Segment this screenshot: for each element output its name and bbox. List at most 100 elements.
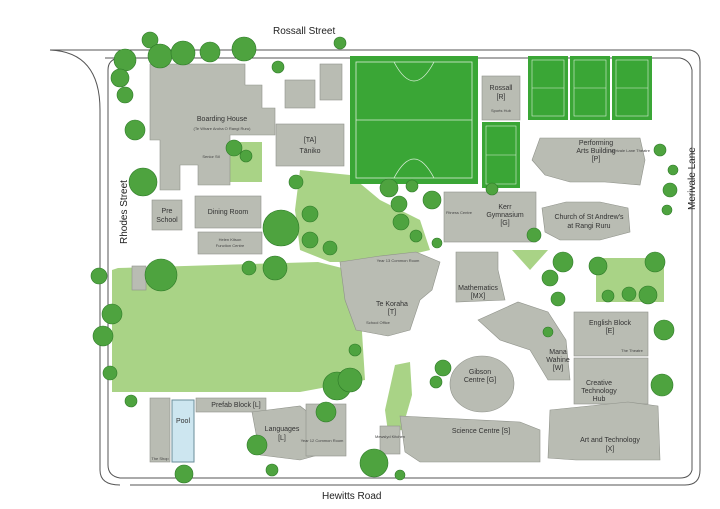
label-year-13: Year 13 Common Room — [377, 258, 420, 263]
street-merivale: Merivale Lane — [687, 147, 698, 210]
tree — [409, 229, 423, 243]
tree — [144, 258, 178, 292]
label-rossall-code: [R] — [497, 94, 506, 101]
small-lawn — [512, 250, 548, 270]
tree — [92, 325, 114, 347]
small-shed-west — [131, 265, 147, 291]
label-helen-kitson-1: Helen Kitson — [219, 237, 242, 242]
art-technology-building — [547, 401, 661, 461]
mewslyd-building — [379, 425, 401, 455]
tree — [128, 167, 158, 197]
pre-school-building — [151, 199, 183, 231]
label-taniko: Tāniko — [299, 148, 320, 155]
tree — [315, 401, 337, 423]
label-mana-wahine-2: Wahine — [546, 357, 570, 364]
tree — [124, 394, 138, 408]
tree — [405, 179, 419, 193]
label-boarding-house: Boarding House — [197, 116, 247, 123]
tree — [359, 448, 389, 478]
label-mewslyd: Mewslyd Kitchen — [375, 434, 405, 439]
tree — [485, 182, 499, 196]
street-rossall: Rossall Street — [273, 26, 335, 37]
tree — [301, 205, 319, 223]
label-gibson-2: Centre [G] — [464, 377, 496, 384]
tree — [601, 289, 615, 303]
label-mana-wahine-1: Mana — [549, 349, 567, 356]
tree — [246, 434, 268, 456]
mathematics-building — [455, 251, 506, 303]
tree — [241, 260, 257, 276]
label-prefab-block: Prefab Block [L] — [211, 402, 260, 409]
label-year-12: Year 12 Common Room — [301, 438, 344, 443]
tree — [239, 149, 253, 163]
prefab-block-building — [195, 397, 267, 413]
tree — [667, 164, 679, 176]
tree — [124, 119, 146, 141]
label-performing-arts-2: Arts Building — [576, 148, 615, 155]
tree — [644, 251, 666, 273]
tree — [262, 255, 288, 281]
label-senior-stl: Senior Stl — [202, 154, 219, 159]
label-fitness-centre: Fitness Centre — [446, 210, 473, 215]
tree — [231, 36, 257, 62]
label-church-1: Church of St Andrew's — [554, 214, 624, 221]
label-science-centre: Science Centre [S] — [452, 428, 510, 435]
rossall-building — [481, 75, 521, 121]
kerr-gymnasium-building — [443, 191, 537, 243]
dining-room-building — [194, 195, 262, 229]
tree — [379, 178, 399, 198]
tree — [394, 469, 406, 481]
label-creative-1: Creative — [586, 380, 612, 387]
taniko-building — [275, 123, 345, 167]
mana-wahine-building — [477, 301, 571, 381]
tree — [110, 68, 130, 88]
hockey-turf-markings — [355, 61, 473, 179]
street-hewitts: Hewitts Road — [322, 491, 381, 502]
label-the-shop: The Shop — [151, 456, 169, 461]
tree — [662, 182, 678, 198]
helen-kitson-building — [197, 231, 263, 255]
tree — [333, 36, 347, 50]
english-block-building — [573, 311, 649, 357]
boarding-house-building — [149, 63, 276, 191]
label-mathematics-code: [MX] — [471, 293, 485, 300]
label-te-koraha: Te Koraha — [376, 301, 408, 308]
label-rossall-sub: Sports Hub — [491, 108, 512, 113]
tree — [550, 291, 566, 307]
tree — [174, 464, 194, 484]
tree — [288, 174, 304, 190]
label-church-2: at Rangi Ruru — [567, 223, 610, 230]
label-performing-arts-1: Performing — [579, 140, 613, 147]
tree — [392, 213, 410, 231]
label-english-code: [E] — [606, 328, 615, 335]
tree — [101, 303, 123, 325]
label-pre-school-2: School — [156, 217, 178, 224]
tree — [661, 204, 673, 216]
label-pre-school-1: Pre — [162, 208, 173, 215]
tree — [262, 209, 300, 247]
boarding-annex — [284, 79, 316, 109]
label-languages: Languages — [265, 426, 300, 433]
tree — [199, 41, 221, 63]
tree — [650, 373, 674, 397]
label-boarding-house-sub: (Te Whare Aroha O Rangi Ruru) — [194, 126, 252, 131]
label-gibson-1: Gibson — [469, 369, 491, 376]
label-performing-arts-code: [P] — [592, 156, 601, 163]
label-creative-3: Hub — [593, 396, 606, 403]
site-boundary — [49, 49, 701, 486]
performing-arts-building — [531, 137, 646, 186]
court-markings — [485, 59, 649, 185]
main-lawn — [112, 262, 365, 392]
tree — [265, 463, 279, 477]
label-art-tech-1: Art and Technology — [580, 437, 640, 444]
label-creative-2: Technology — [581, 388, 617, 395]
trees — [90, 31, 679, 484]
label-mathematics: Mathematics — [458, 285, 498, 292]
label-english-block: English Block — [589, 320, 632, 327]
label-pool: Pool — [176, 418, 190, 425]
tree — [147, 43, 173, 69]
tree — [434, 359, 452, 377]
tree — [526, 227, 542, 243]
science-centre-building — [399, 415, 541, 463]
tree — [431, 237, 443, 249]
